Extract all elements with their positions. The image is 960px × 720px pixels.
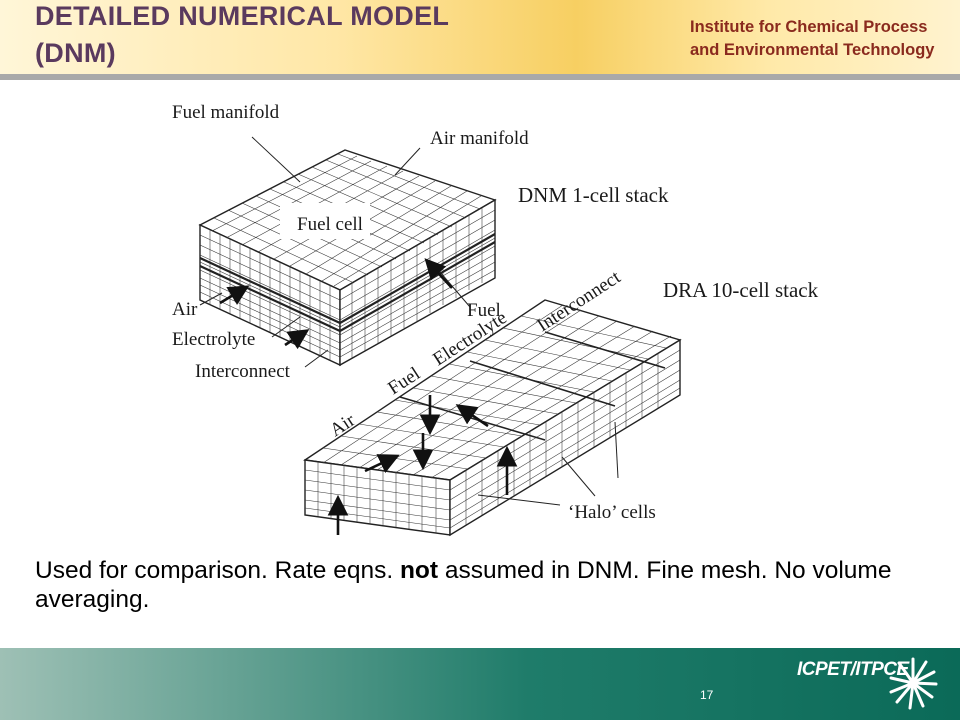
slide-title: DETAILED NUMERICAL MODEL (DNM): [35, 0, 555, 72]
caption-emphasis: not: [399, 557, 439, 584]
label-fuel: Fuel: [467, 300, 501, 321]
leader-lines: [199, 136, 619, 506]
label-air: Air: [172, 299, 198, 320]
label-dnm-stack: DNM 1-cell stack: [518, 183, 669, 207]
slide-title-line1: DETAILED NUMERICAL MODEL: [35, 1, 450, 31]
institute-line1: Institute for Chemical Process: [690, 18, 928, 36]
institute-line2: and Environmental Technology: [690, 41, 935, 59]
label-halo-cells: ‘Halo’ cells: [568, 502, 656, 523]
label-fuel-manifold: Fuel manifold: [172, 102, 280, 123]
caption-part1: Used for comparison. Rate eqns.: [35, 557, 400, 584]
header-divider: [0, 74, 960, 80]
footer-logo-text: ICPET/ITPCE: [797, 659, 909, 680]
footer-band: [0, 648, 960, 720]
label-dra-stack: DRA 10-cell stack: [663, 278, 819, 302]
label-electrolyte: Electrolyte: [172, 329, 255, 350]
page-number: 17: [700, 688, 714, 702]
label-air-manifold: Air manifold: [430, 128, 529, 149]
institute-logo-text: Institute for Chemical Process and Envir…: [690, 16, 934, 62]
caption-part2: assumed in DNM. Fine mesh. No volume ave…: [35, 557, 892, 613]
fuel-cell-mesh-diagram: Fuel manifold Air manifold DNM 1-cell st…: [172, 102, 819, 537]
label-fuel-cell: Fuel cell: [297, 214, 363, 235]
sunburst-logo-icon: [889, 657, 938, 710]
flow-arrows: [219, 258, 518, 535]
slide-title-line2: (DNM): [35, 38, 116, 68]
label-interconnect: Interconnect: [195, 361, 291, 382]
header-banner: [0, 0, 960, 80]
caption: Used for comparison. Rate eqns. not assu…: [35, 556, 925, 614]
